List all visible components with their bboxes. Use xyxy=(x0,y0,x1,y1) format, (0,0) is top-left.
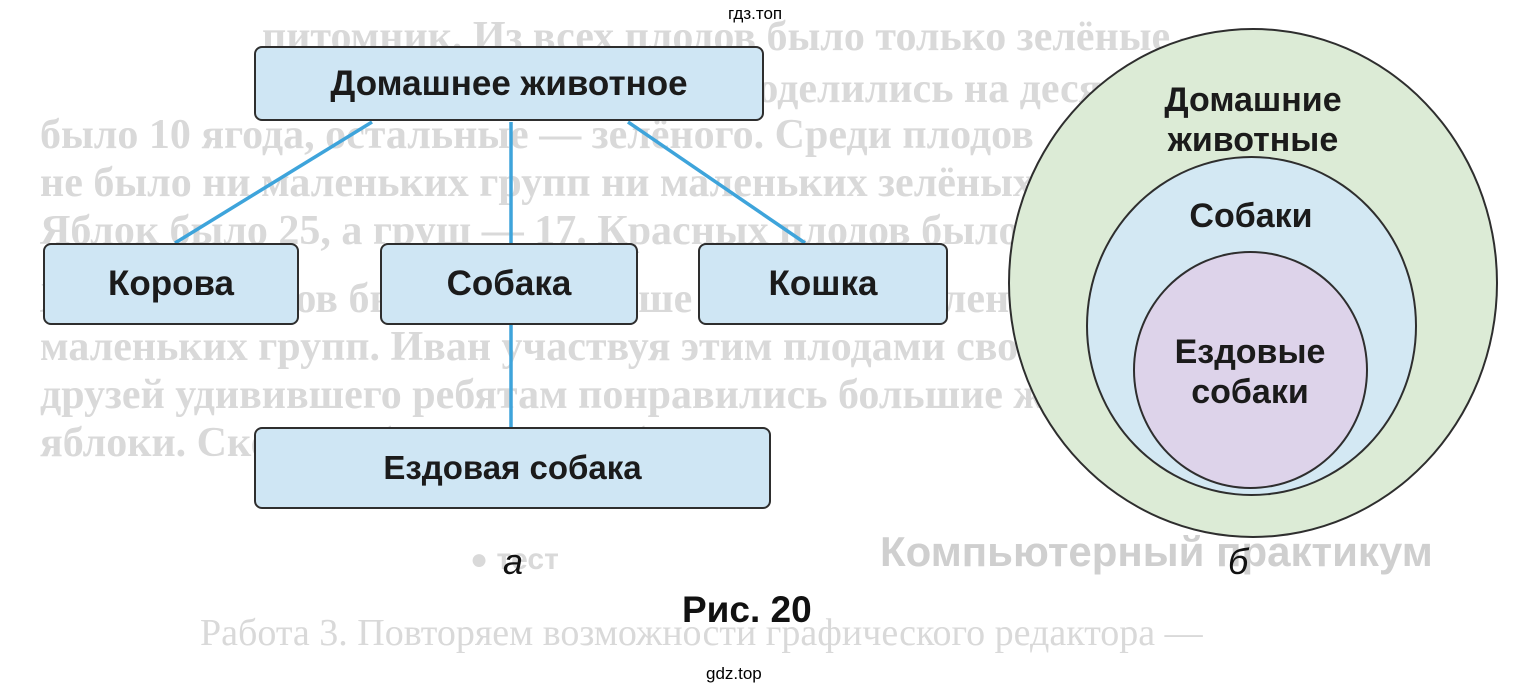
figure-caption: Рис. 20 xyxy=(682,589,812,630)
set-domestic-animals-line2: животные xyxy=(1167,121,1339,159)
set-sled-dogs-line2: собаки xyxy=(1191,373,1309,411)
watermark-top: гдз.топ xyxy=(728,4,783,23)
set-domestic-animals-line1: Домашние xyxy=(1164,81,1342,119)
set-domestic-animals-label: Домашние животные xyxy=(1100,80,1406,160)
tree-node-cat: Кошка xyxy=(698,243,948,325)
tree-node-cow: Корова xyxy=(43,243,299,325)
tree-node-dog: Собака xyxy=(380,243,638,325)
sublabel-a: а xyxy=(503,541,524,582)
set-sled-dogs-line1: Ездовые xyxy=(1174,333,1326,371)
set-sled-dogs-label: Ездовые собаки xyxy=(1160,332,1340,412)
tree-node-sled-dog: Ездовая собака xyxy=(254,427,771,509)
connector-root-cat xyxy=(627,120,806,245)
watermark-bottom: gdz.top xyxy=(706,664,762,683)
set-dogs-label: Собаки xyxy=(1189,197,1313,235)
tree-node-root: Домашнее животное xyxy=(254,46,764,121)
sublabel-b: б xyxy=(1228,541,1249,582)
set-sled-dogs xyxy=(1133,251,1368,489)
connector-root-cow xyxy=(174,120,373,245)
